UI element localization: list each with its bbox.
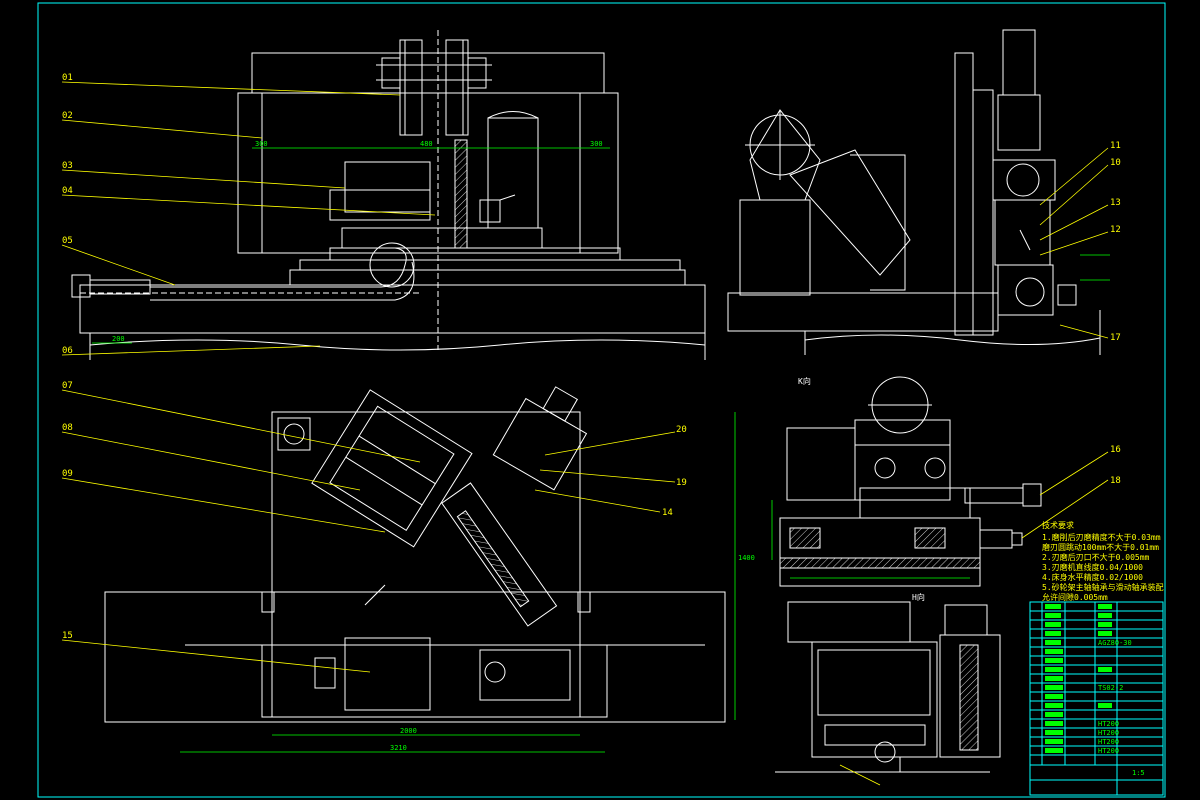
plan-view: 2000 3210 1400 (104, 386, 755, 753)
svg-text:01: 01 (62, 73, 73, 83)
title-block: AGZ80-30 TS02-2 HT200 HT200 HT200 HT200 … (1029, 601, 1164, 796)
svg-text:15: 15 (62, 631, 73, 641)
svg-text:3210: 3210 (390, 744, 407, 752)
svg-text:480: 480 (420, 140, 433, 148)
notes-line-3: 2.刃磨后刃口不大于0.005mm (1042, 552, 1150, 562)
notes-line-7: 允许间隙0.005mm (1042, 592, 1108, 602)
svg-text:06: 06 (62, 346, 73, 356)
h-view-leaders: 16 18 (1021, 445, 1121, 539)
drawing-frame (37, 2, 1166, 798)
svg-text:12: 12 (1110, 225, 1121, 235)
svg-text:20: 20 (676, 425, 687, 435)
notes-line-4: 3.刃磨机直线度0.04/1000 (1042, 562, 1143, 572)
side-view-leaders: 11 10 13 12 17 (1039, 141, 1121, 343)
notes-line-5: 4.床身水平精度0.02/1000 (1042, 572, 1143, 582)
title-drawing-no: TS02-2 (1098, 684, 1123, 692)
svg-text:04: 04 (62, 186, 73, 196)
svg-text:17: 17 (1110, 333, 1121, 343)
svg-text:02: 02 (62, 111, 73, 121)
svg-text:300: 300 (590, 140, 603, 148)
notes-heading: 技术要求 (1042, 520, 1074, 530)
svg-text:07: 07 (62, 381, 73, 391)
front-view: 300 300 480 200 (71, 30, 706, 360)
svg-text:10: 10 (1110, 158, 1121, 168)
title-material-2: HT200 (1098, 729, 1119, 737)
svg-text:18: 18 (1110, 476, 1121, 486)
front-view-leaders: 01 02 03 04 05 06 (61, 73, 436, 356)
svg-text:14: 14 (662, 508, 673, 518)
svg-text:300: 300 (255, 140, 268, 148)
svg-text:16: 16 (1110, 445, 1121, 455)
title-material-4: HT200 (1098, 747, 1119, 755)
svg-text:19: 19 (676, 478, 687, 488)
side-view (727, 29, 1110, 355)
svg-text:08: 08 (62, 423, 73, 433)
svg-text:200: 200 (112, 335, 125, 343)
title-material-3: HT200 (1098, 738, 1119, 746)
svg-text:1400: 1400 (738, 554, 755, 562)
title-model: AGZ80-30 (1098, 639, 1132, 647)
svg-text:2000: 2000 (400, 727, 417, 735)
h-view (771, 376, 1042, 587)
svg-text:11: 11 (1110, 141, 1121, 151)
svg-text:05: 05 (62, 236, 73, 246)
notes-line-6: 5.砂轮架主轴轴承与滑动轴承装配 (1042, 582, 1164, 592)
notes-line-2: 磨刃圆跳动100mm不大于0.01mm (1042, 542, 1159, 552)
h-view-label: H向 (912, 592, 925, 602)
section-view (775, 601, 1001, 786)
svg-text:09: 09 (62, 469, 73, 479)
svg-text:03: 03 (62, 161, 73, 171)
plan-view-leaders: 07 08 09 15 20 19 14 (61, 381, 687, 673)
k-view-label: K向 (798, 376, 811, 386)
title-material-1: HT200 (1098, 720, 1119, 728)
title-scale: 1:5 (1132, 769, 1145, 777)
technical-requirements: 技术要求 1.磨削后刃磨精度不大于0.03mm 磨刃圆跳动100mm不大于0.0… (1042, 520, 1164, 602)
svg-text:13: 13 (1110, 198, 1121, 208)
notes-line-1: 1.磨削后刃磨精度不大于0.03mm (1042, 532, 1161, 542)
